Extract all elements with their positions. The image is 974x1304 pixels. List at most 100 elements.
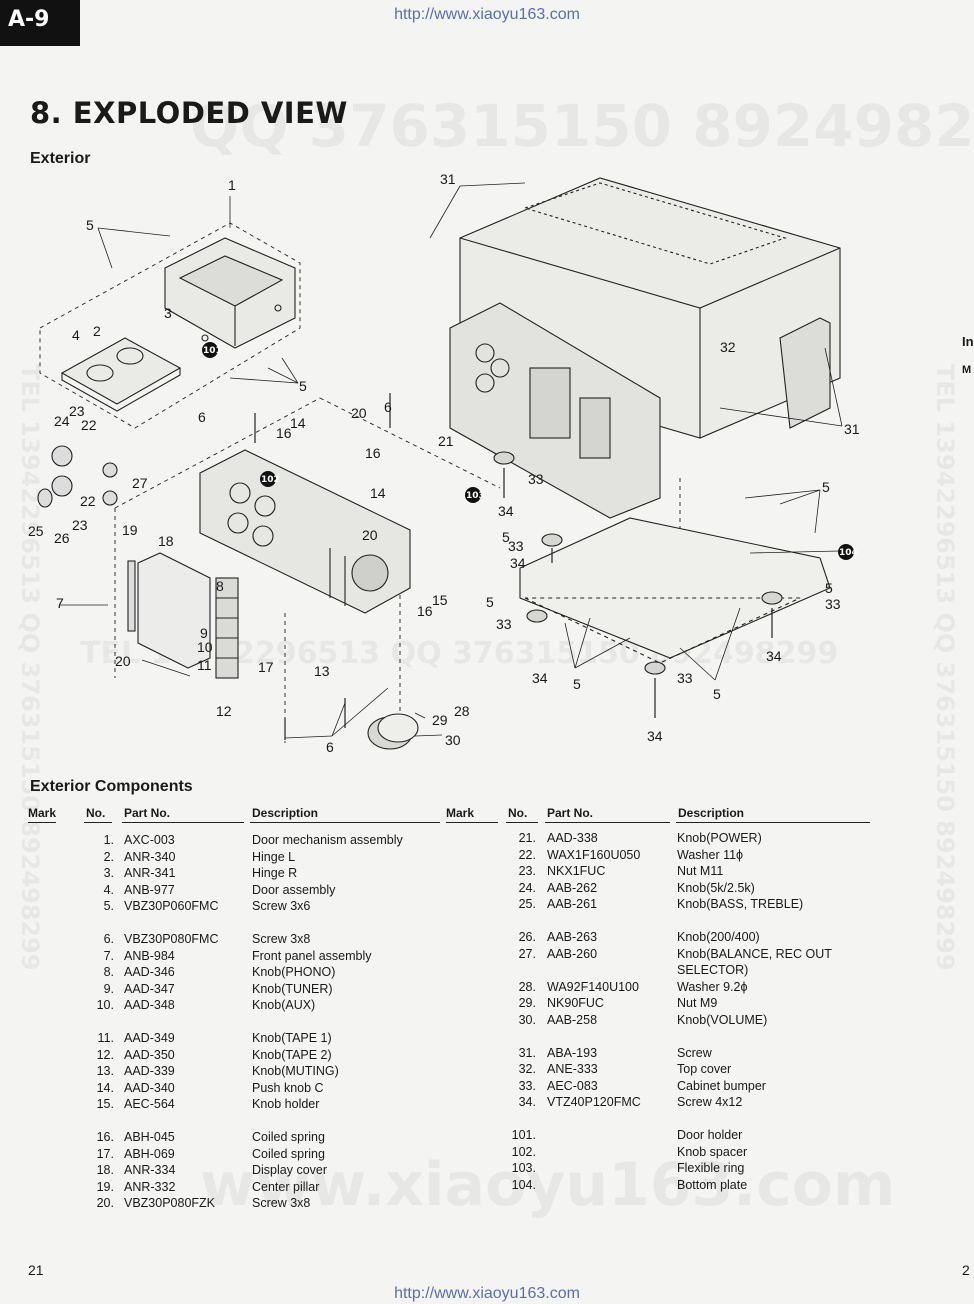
callout-16: 16 bbox=[365, 445, 381, 461]
component-number: 27. bbox=[518, 946, 536, 961]
component-description: Screw 3x8 bbox=[252, 931, 311, 946]
component-description: Top cover bbox=[677, 1062, 732, 1077]
component-description: Door holder bbox=[677, 1127, 743, 1142]
callout-20: 20 bbox=[351, 405, 367, 421]
callout-33: 33 bbox=[825, 596, 841, 612]
component-description: Display cover bbox=[252, 1163, 328, 1178]
component-description: Front panel assembly bbox=[252, 948, 372, 963]
component-number: 33. bbox=[518, 1078, 536, 1093]
component-description: Hinge R bbox=[252, 866, 298, 881]
component-part-no: WAX1F160U050 bbox=[547, 847, 641, 862]
component-part-no: AAD-346 bbox=[124, 965, 175, 980]
component-part-no: AAD-339 bbox=[124, 1064, 175, 1079]
exploded-view-diagram: 1 5 2 3 4 5 6 6 7 8 9 10 11 12 13 14 14 … bbox=[28, 171, 860, 755]
rule bbox=[545, 822, 670, 823]
component-description: Door assembly bbox=[252, 882, 336, 897]
component-description: Knob(200/400) bbox=[677, 929, 760, 944]
header-desc-right: Description bbox=[678, 806, 745, 820]
watermark-qq: QQ 376315150 892498299 bbox=[190, 92, 974, 160]
header-no-left: No. bbox=[86, 806, 106, 820]
component-description: Screw 3x8 bbox=[252, 1196, 311, 1211]
callout-5: 5 bbox=[573, 676, 581, 692]
source-url-bottom[interactable]: http://www.xiaoyu163.com bbox=[394, 1285, 580, 1302]
callout-34: 34 bbox=[510, 555, 526, 571]
watermark-site: www.xiaoyu163.com bbox=[200, 1150, 896, 1220]
component-number: 10. bbox=[96, 998, 114, 1013]
component-description: Washer 9.2ϕ bbox=[677, 979, 748, 994]
component-part-no: ANE-333 bbox=[547, 1062, 598, 1077]
component-description: Coiled spring bbox=[252, 1129, 325, 1144]
component-part-no: AAB-258 bbox=[547, 1012, 598, 1027]
component-description: Knob holder bbox=[252, 1097, 320, 1112]
component-number: 19. bbox=[96, 1179, 114, 1194]
component-number: 103. bbox=[511, 1161, 536, 1176]
callout-31: 31 bbox=[844, 421, 860, 437]
header-mark-right: Mark bbox=[446, 806, 475, 820]
component-part-no: AAD-347 bbox=[124, 981, 175, 996]
callout-27: 27 bbox=[132, 475, 148, 491]
component-description: Knob(MUTING) bbox=[252, 1064, 339, 1079]
component-number: 21. bbox=[518, 831, 536, 845]
component-description: Knob(VOLUME) bbox=[677, 1012, 768, 1027]
callout-33: 33 bbox=[528, 471, 544, 487]
callout-10: 10 bbox=[197, 639, 213, 655]
callout-25: 25 bbox=[28, 523, 44, 539]
component-row: 13. AAD-339 Knob(MUTING) bbox=[0, 1063, 440, 1080]
callout-22: 22 bbox=[81, 417, 97, 433]
component-number: 18. bbox=[96, 1163, 114, 1178]
callout-5: 5 bbox=[502, 529, 510, 545]
callout-33: 33 bbox=[677, 670, 693, 686]
callout-20: 20 bbox=[115, 653, 131, 669]
component-number: 6. bbox=[103, 931, 114, 946]
component-row: 18. ANR-334 Display cover bbox=[0, 1162, 440, 1179]
component-part-no: NK90FUC bbox=[547, 996, 604, 1011]
callout-101: 101 bbox=[203, 346, 222, 356]
component-description: Center pillar bbox=[252, 1179, 320, 1194]
component-part-no: AAD-338 bbox=[547, 831, 598, 845]
component-number: 34. bbox=[518, 1095, 536, 1110]
component-number: 13. bbox=[96, 1064, 114, 1079]
page-number-left: 21 bbox=[28, 1262, 44, 1278]
component-number: 8. bbox=[103, 965, 114, 980]
component-description: Knob(PHONO) bbox=[252, 965, 336, 980]
component-number: 22. bbox=[518, 847, 536, 862]
callout-23: 23 bbox=[69, 403, 85, 419]
source-url-top[interactable]: http://www.xiaoyu163.com bbox=[394, 6, 580, 23]
component-part-no: AAB-260 bbox=[547, 946, 598, 961]
callout-34: 34 bbox=[498, 503, 514, 519]
callout-6: 6 bbox=[326, 739, 334, 755]
component-number: 28. bbox=[518, 979, 536, 994]
component-number: 25. bbox=[518, 897, 536, 912]
component-part-no: ANR-334 bbox=[124, 1163, 176, 1178]
door-mechanism-drawing bbox=[164, 237, 296, 349]
component-part-no: VBZ30P080FZK bbox=[124, 1196, 216, 1211]
component-number: 16. bbox=[96, 1129, 114, 1144]
component-row: 102.Knob spacer bbox=[440, 1144, 880, 1161]
callout-7: 7 bbox=[56, 595, 64, 611]
page-tab: A-9 bbox=[0, 0, 80, 46]
component-number: 4. bbox=[103, 882, 114, 897]
callout-4: 4 bbox=[72, 327, 80, 343]
component-description: Door mechanism assembly bbox=[252, 833, 403, 847]
component-part-no: ANR-332 bbox=[124, 1179, 176, 1194]
callout-16: 16 bbox=[417, 603, 433, 619]
header-part-left: Part No. bbox=[124, 806, 171, 820]
